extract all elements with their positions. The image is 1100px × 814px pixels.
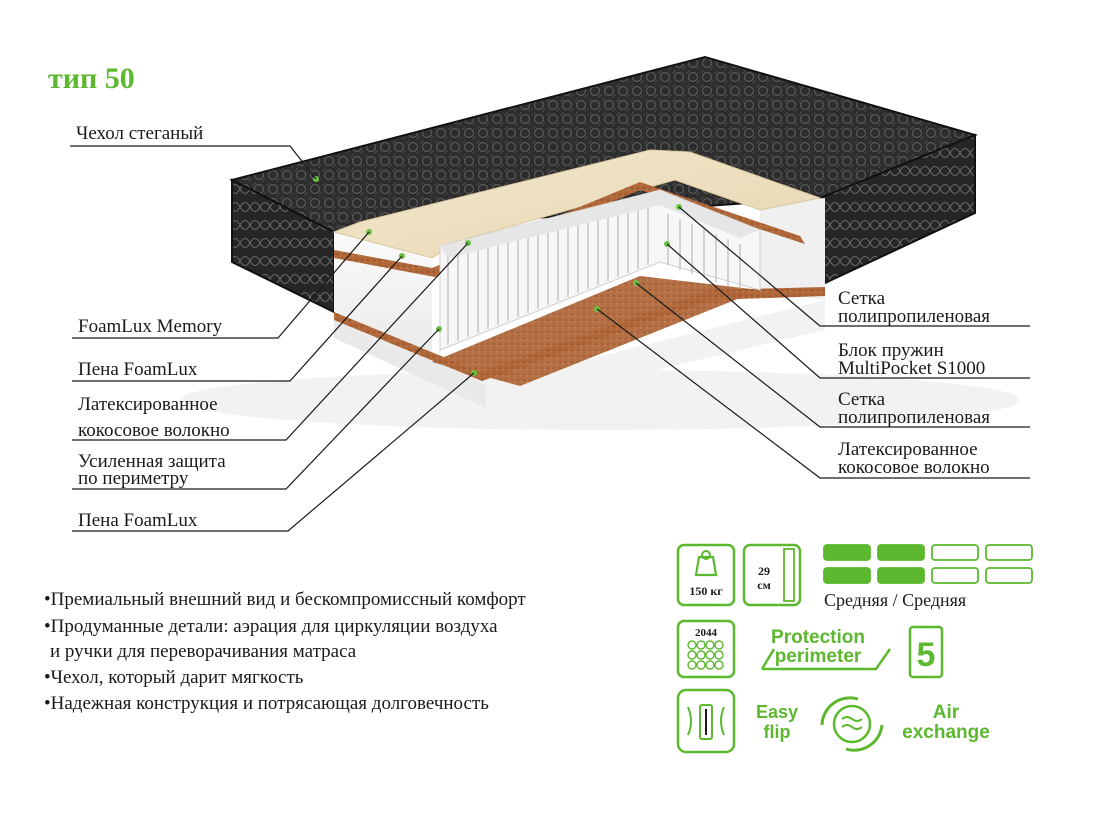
bullet-details-cont: и ручки для переворачивания матраса (50, 641, 357, 662)
label-latex-coconut-line2: кокосовое волокно (78, 420, 230, 441)
label-pp-mesh-top-line1: Сетка (838, 288, 886, 309)
leader-lines-right (596, 206, 1030, 479)
bullet-premium: •Премиальный внешний вид и бескомпромисс… (44, 589, 526, 610)
height-badge: 29 см (742, 543, 802, 607)
label-perimeter-line1: Усиленная защита (78, 451, 226, 472)
firmness-side-a (823, 544, 1033, 561)
easy-flip-badge: Easy flip (676, 688, 798, 754)
coconut-lower (334, 287, 825, 381)
label-latex-coconut-right-line2: кокосовое волокно (838, 457, 990, 478)
protection-line2: perimeter (775, 646, 862, 667)
air-exchange-badge: Air exchange (820, 696, 990, 752)
zones-badge: 5 (908, 625, 944, 679)
firmness-segment (877, 567, 925, 584)
firmness-segment (931, 544, 979, 561)
firmness-segment (877, 544, 925, 561)
firmness-scale: Средняя / Средняя (823, 544, 1033, 610)
bullet-construction: •Надежная конструкция и потрясающая долг… (44, 693, 489, 714)
label-quilted-cover: Чехол стеганый (76, 123, 204, 144)
label-latex-coconut-right-line1: Латексированное (838, 439, 978, 460)
firmness-segment (985, 544, 1033, 561)
air-line2: exchange (902, 722, 990, 743)
feature-badges: 150 кг 29 см Средняя / Средняя 2044 Prot… (676, 543, 1033, 754)
firmness-label: Средняя / Средняя (824, 590, 966, 610)
air-line1: Air (933, 702, 960, 723)
label-spring-block-line2: MultiPocket S1000 (838, 358, 986, 379)
firmness-side-b (823, 567, 1033, 584)
height-unit: см (757, 578, 771, 592)
height-value: 29 (758, 564, 770, 578)
weight-icon (694, 550, 718, 577)
foam-wall-right (760, 198, 825, 300)
label-pp-mesh-top-line2: полипропиленовая (838, 306, 991, 327)
label-perimeter-line2: по периметру (78, 468, 189, 489)
protection-line1: Protection (771, 627, 865, 648)
springs-icon (687, 640, 724, 670)
page-title: тип 50 (48, 62, 135, 95)
springs-badge: 2044 (676, 619, 736, 679)
springs-count: 2044 (695, 627, 718, 639)
label-foamlux-memory: FoamLux Memory (78, 316, 223, 337)
weight-value: 150 кг (689, 584, 723, 598)
label-pp-mesh-bottom-line1: Сетка (838, 389, 886, 410)
flip-icon (687, 704, 725, 740)
easy-line2: flip (764, 722, 791, 742)
protection-perimeter-badge: Protection perimeter (760, 627, 892, 671)
zones-value: 5 (917, 636, 936, 674)
firmness-segment (931, 567, 979, 584)
bullet-details: •Продуманные детали: аэрация для циркуля… (44, 616, 498, 637)
label-foamlux-foam: Пена FoamLux (78, 359, 198, 380)
coconut-pad (432, 276, 760, 386)
air-exchange-icon (820, 696, 884, 752)
label-spring-block-line1: Блок пружин (838, 340, 944, 361)
label-latex-coconut-line1: Латексированное (78, 394, 218, 415)
firmness-segment (823, 567, 871, 584)
perimeter-icon (760, 648, 892, 671)
label-foamlux-bottom: Пена FoamLux (78, 510, 198, 531)
leader-lines-left (70, 145, 475, 532)
firmness-segment (985, 567, 1033, 584)
bullet-cover: •Чехол, который дарит мягкость (44, 667, 304, 688)
firmness-segment (823, 544, 871, 561)
easy-line1: Easy (756, 702, 798, 722)
weight-badge: 150 кг (676, 543, 736, 607)
label-pp-mesh-bottom-line2: полипропиленовая (838, 407, 991, 428)
floor-shadow (180, 370, 1020, 430)
